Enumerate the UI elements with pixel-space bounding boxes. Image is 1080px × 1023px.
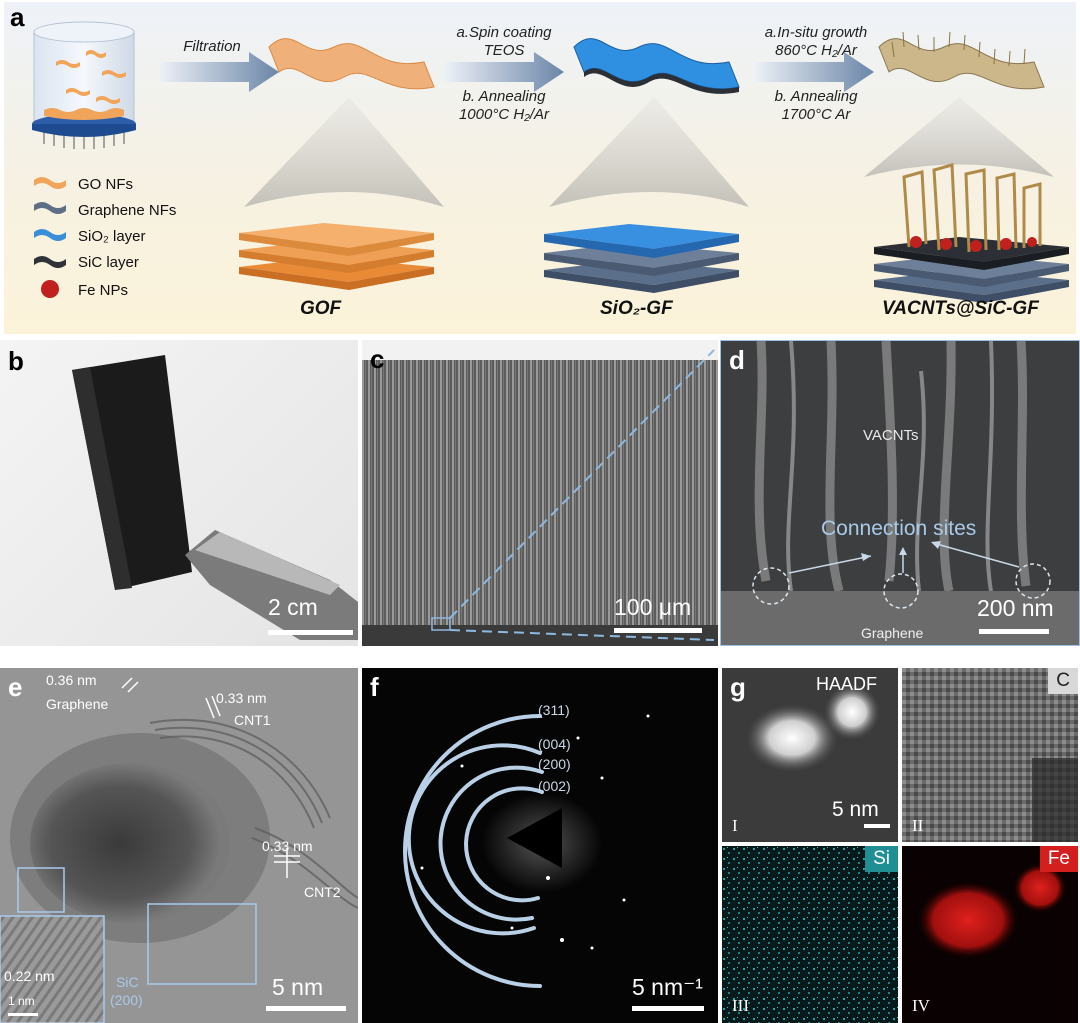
legend-sio2-layer: SiO₂ layer xyxy=(78,227,146,245)
panel-c-scale-label: 100 μm xyxy=(614,594,692,620)
arrow-filtration xyxy=(159,52,279,92)
panel-g-haadf: g HAADF 5 nm I xyxy=(722,668,898,842)
legend-sic-layer: SiC layer xyxy=(78,253,139,271)
panel-f-saed: f (311) (004) (200) (002) 5 nm⁻¹ xyxy=(362,668,718,1023)
vacnts-film xyxy=(878,38,1045,90)
panel-e-inset-scale: 1 nm xyxy=(8,994,35,1008)
legend-fe-nps: Fe NPs xyxy=(78,281,129,299)
panel-g-c-map: C II xyxy=(902,668,1078,842)
panel-b-photo: b 2 cm xyxy=(0,340,358,646)
panel-g-c-graphic xyxy=(902,668,1078,842)
arrow-in-situ xyxy=(754,52,874,92)
panel-e-d3: 0.33 nm xyxy=(262,838,313,854)
panel-e-graphic xyxy=(0,668,358,1023)
panel-g-scale-label: 5 nm xyxy=(832,798,879,821)
panel-g-roman-2: II xyxy=(912,816,924,835)
panel-c-graphic xyxy=(362,340,718,646)
step-filtration-label: Filtration xyxy=(183,38,241,55)
panel-e-graphene: Graphene xyxy=(46,696,109,712)
legend-swatches xyxy=(34,177,66,298)
c-tag: C xyxy=(1048,668,1078,694)
ring-label-004: (004) xyxy=(538,736,571,752)
panel-a-graphics xyxy=(32,21,1069,303)
arrow-spin-coating xyxy=(444,52,564,92)
panel-g-haadf-graphic xyxy=(722,668,898,842)
si-tag: Si xyxy=(865,846,898,872)
step3-b2-label: 1700°C Ar xyxy=(781,106,851,123)
panel-g-roman-4: IV xyxy=(912,996,930,1015)
panel-d-sem: d VACNTs Connection sites Graphene 200 n… xyxy=(720,340,1080,646)
panel-d-graphic xyxy=(721,341,1079,645)
panel-g-fe-map: Fe IV xyxy=(902,846,1078,1023)
step2-b-label: b. Annealing xyxy=(462,88,546,105)
panel-f-letter: f xyxy=(370,672,379,702)
filtration-beaker xyxy=(32,21,136,149)
legend-graphene-nfs: Graphene NFs xyxy=(78,201,177,219)
step3-b-label: b. Annealing xyxy=(774,88,858,105)
panel-e-sic: SiC xyxy=(116,974,139,990)
panel-d-graphene-label: Graphene xyxy=(861,625,924,641)
panel-f-graphic xyxy=(403,714,704,1011)
panel-d-letter: d xyxy=(729,345,745,375)
panel-d-vacnts-label: VACNTs xyxy=(863,427,919,444)
gof-stack xyxy=(239,223,434,290)
panel-f-scale-label: 5 nm⁻¹ xyxy=(632,974,703,1000)
panel-e-d1: 0.36 nm xyxy=(46,672,97,688)
panel-e-cnt2: CNT2 xyxy=(304,884,341,900)
panel-e-d2: 0.33 nm xyxy=(216,690,267,706)
sio2-gf-stack xyxy=(544,224,739,293)
panel-e-hrtem: e 0.36 nm Graphene 0.33 nm CNT1 0.33 nm … xyxy=(0,668,358,1023)
step3-a2-label: 860°C H₂/Ar xyxy=(775,42,857,59)
panel-b-graphic xyxy=(72,355,358,640)
go-film xyxy=(268,38,435,90)
panel-g-si-map: Si III xyxy=(722,846,898,1023)
ring-label-002: (002) xyxy=(538,778,571,794)
fe-tag: Fe xyxy=(1039,846,1078,872)
panel-g-si-graphic xyxy=(722,846,898,1023)
step2-a-label: a.Spin coating xyxy=(456,24,552,41)
panel-c-letter: c xyxy=(370,344,385,374)
panel-d-connection-label: Connection sites xyxy=(821,517,977,540)
label-vacnts-sic-gf: VACNTs@SiC-GF xyxy=(882,298,1039,319)
vacnt-stack xyxy=(874,163,1069,303)
panel-e-letter: e xyxy=(8,672,23,702)
panel-g-letter: g xyxy=(730,672,746,702)
panel-e-d4: 0.22 nm xyxy=(4,968,55,984)
panel-d-scale-label: 200 nm xyxy=(977,595,1054,621)
sio2-film xyxy=(573,38,740,90)
legend-go-nfs: GO NFs xyxy=(78,175,133,193)
panel-b-scale-label: 2 cm xyxy=(268,594,318,620)
label-gof: GOF xyxy=(300,298,342,319)
panel-e-sic-plane: (200) xyxy=(110,992,143,1008)
ring-label-200: (200) xyxy=(538,756,571,772)
panel-g-fe-graphic xyxy=(918,864,1066,958)
ring-label-311: (311) xyxy=(538,702,570,718)
step2-b2-label: 1000°C H₂/Ar xyxy=(458,106,550,123)
panel-b-letter: b xyxy=(8,346,24,376)
haadf-label: HAADF xyxy=(816,674,878,694)
step3-a-label: a.In-situ growth xyxy=(764,24,868,41)
panel-e-cnt1: CNT1 xyxy=(234,712,271,728)
label-sio2-gf: SiO₂-GF xyxy=(600,298,673,319)
panel-e-scale-label: 5 nm xyxy=(272,974,324,1000)
step2-a2-label: TEOS xyxy=(483,42,525,59)
panel-a-schematic: a xyxy=(4,2,1076,334)
panel-a-letter: a xyxy=(10,2,25,32)
panel-g-roman-1: I xyxy=(732,816,738,835)
panel-g-roman-3: III xyxy=(732,996,749,1015)
panel-c-sem: c 100 μm xyxy=(362,340,718,646)
